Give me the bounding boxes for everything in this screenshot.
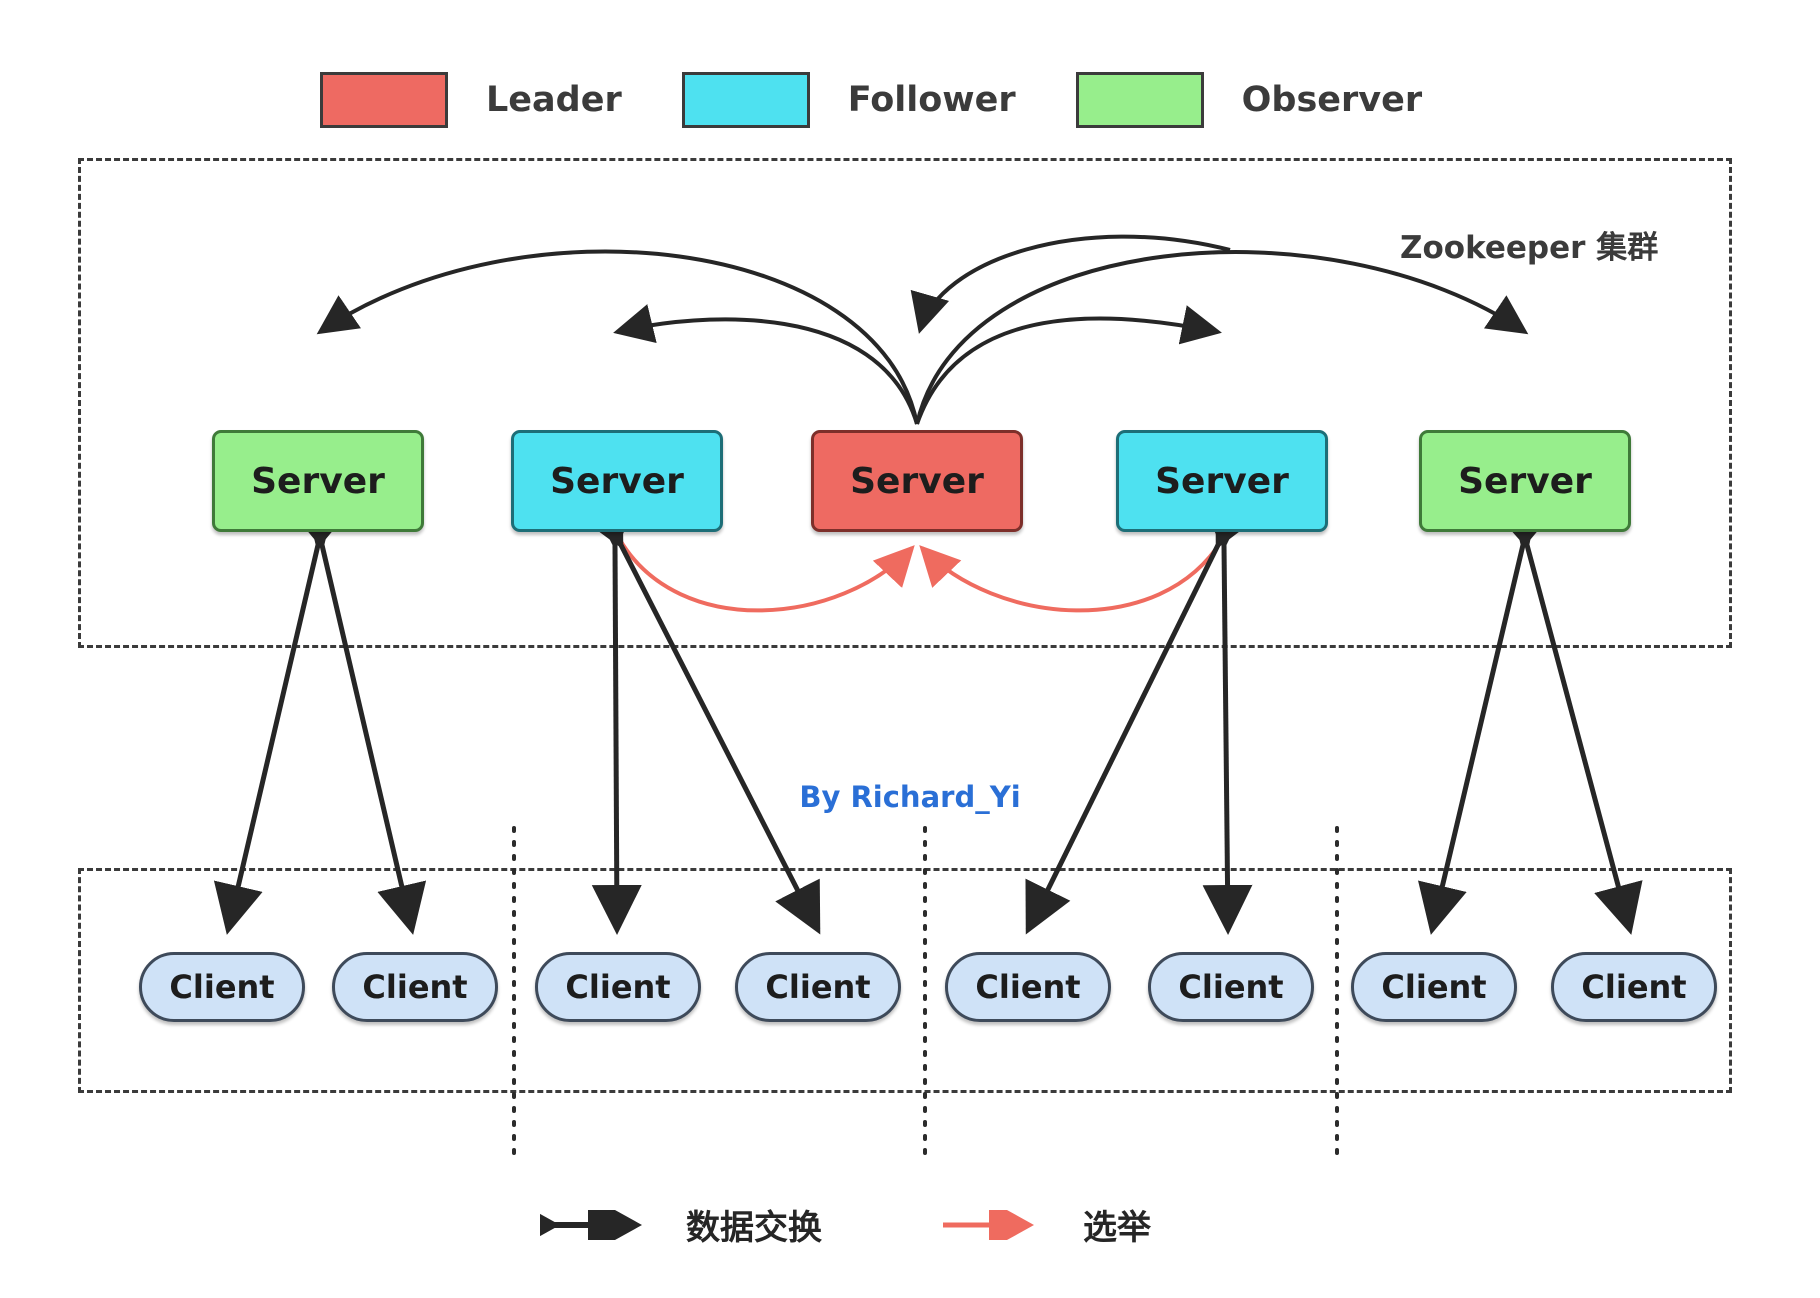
client-node-8[interactable]: Client [1551,952,1717,1022]
server-label: Server [1155,460,1289,502]
legend-item-election: 选举 [937,1200,1266,1249]
client-node-3[interactable]: Client [535,952,701,1022]
client-label: Client [1581,968,1687,1006]
zookeeper-cluster-boundary [78,158,1732,648]
client-node-2[interactable]: Client [332,952,498,1022]
server-label: Server [251,460,385,502]
legend-swatch-observer [1075,72,1204,128]
server-node-follower-1[interactable]: Server [511,430,723,532]
legend-bottom: 数据交换 选举 [540,1200,1266,1249]
legend-label-election: 选举 [1083,1208,1151,1248]
legend-label-data-exchange: 数据交换 [686,1208,822,1248]
double-black-arrow-icon [540,1209,642,1240]
legend-label-observer: Observer [1241,80,1423,120]
legend-item-observer: Observer [1075,72,1482,128]
client-node-5[interactable]: Client [945,952,1111,1022]
legend-item-data-exchange: 数据交换 [540,1200,937,1249]
single-red-arrow-icon [943,1209,1034,1240]
legend-item-leader: Leader [320,72,682,128]
client-label: Client [1381,968,1487,1006]
legend-label-leader: Leader [486,80,622,120]
legend-swatch-follower [681,72,810,128]
legend-swatch-leader [320,72,448,128]
client-label: Client [975,968,1081,1006]
server-label: Server [1458,460,1592,502]
client-label: Client [1178,968,1284,1006]
server-label: Server [550,460,684,502]
client-node-1[interactable]: Client [139,952,305,1022]
legend-top: Leader Follower Observer [320,72,1482,128]
server-node-leader[interactable]: Server [811,430,1023,532]
client-label: Client [169,968,275,1006]
zookeeper-cluster-title: Zookeeper 集群 [1400,230,1659,266]
client-group-boundary [78,868,1732,1093]
client-node-4[interactable]: Client [735,952,901,1022]
server-node-observer-1[interactable]: Server [212,430,424,532]
legend-label-follower: Follower [847,80,1016,120]
server-node-follower-2[interactable]: Server [1116,430,1328,532]
server-label: Server [850,460,984,502]
client-node-7[interactable]: Client [1351,952,1517,1022]
legend-item-follower: Follower [681,72,1076,128]
attribution-text: By Richard_Yi [799,780,1021,814]
client-label: Client [362,968,468,1006]
server-node-observer-2[interactable]: Server [1419,430,1631,532]
client-label: Client [765,968,871,1006]
client-label: Client [565,968,671,1006]
client-node-6[interactable]: Client [1148,952,1314,1022]
